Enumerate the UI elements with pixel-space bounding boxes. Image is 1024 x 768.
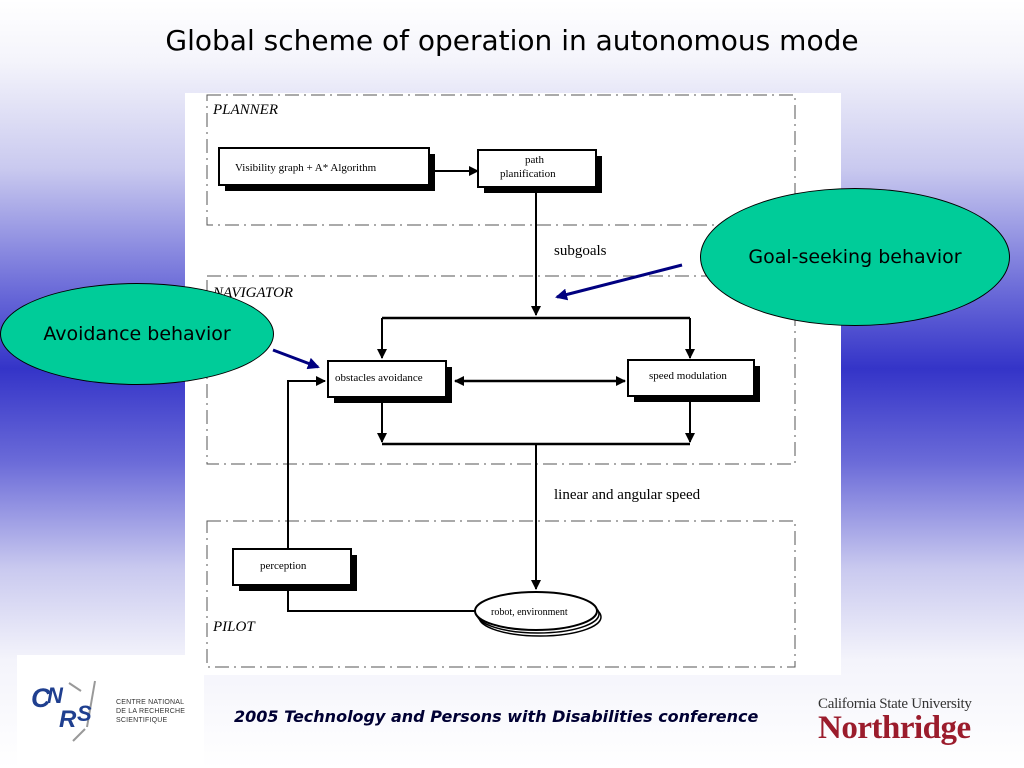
robot-environment-node: robot, environment	[474, 591, 602, 637]
goal-seeking-text: Goal-seeking behavior	[748, 246, 962, 268]
avoidance-callout: Avoidance behavior	[0, 283, 274, 385]
visibility-graph-label: Visibility graph + A* Algorithm	[235, 162, 377, 174]
obstacles-avoidance-node: obstacles avoidance	[327, 360, 452, 403]
linear-angular-label: linear and angular speed	[554, 487, 701, 503]
cnrs-line-2: DE LA RECHERCHE	[116, 708, 186, 715]
csun-logo-bottom: Northridge	[818, 710, 971, 746]
path-planification-node: path planification	[477, 149, 602, 193]
conference-footer: 2005 Technology and Persons with Disabil…	[234, 707, 759, 726]
csun-logo-top: California State University	[818, 696, 972, 712]
perception-label: perception	[260, 560, 307, 572]
cnrs-line-3: SCIENTIFIQUE	[116, 717, 168, 724]
goal-seeking-callout: Goal-seeking behavior	[700, 188, 1010, 326]
cnrs-name: CENTRE NATIONAL DE LA RECHERCHE SCIENTIF…	[116, 698, 185, 725]
speed-modulation-label: speed modulation	[649, 370, 727, 382]
planner-frame	[206, 94, 796, 226]
obstacles-avoidance-label: obstacles avoidance	[335, 372, 423, 384]
svg-text:C: C	[31, 683, 51, 713]
pilot-label: PILOT	[212, 619, 256, 635]
avoidance-text: Avoidance behavior	[43, 323, 231, 345]
robot-environment-label: robot, environment	[491, 607, 568, 618]
csun-logo: California State University Northridge	[818, 696, 978, 752]
block-diagram: PLANNER NAVIGATOR PILOT Visibility graph…	[206, 94, 796, 668]
planner-label: PLANNER	[212, 102, 278, 118]
speed-modulation-node: speed modulation	[627, 359, 760, 402]
feedback-perception-to-obstacles	[287, 376, 326, 549]
diagram-panel: PLANNER NAVIGATOR PILOT Visibility graph…	[185, 93, 841, 675]
svg-text:R: R	[59, 706, 77, 733]
visibility-graph-node: Visibility graph + A* Algorithm	[218, 147, 435, 191]
cnrs-mark-icon: C N R S	[31, 680, 96, 742]
subgoals-label: subgoals	[554, 243, 607, 259]
svg-text:N: N	[47, 683, 64, 708]
cnrs-logo: C N R S CENTRE NATIONAL DE LA RECHERCHE …	[17, 655, 204, 768]
path-label-line1: path	[525, 154, 544, 166]
feedback-robot-to-perception	[287, 585, 475, 612]
path-label-line2: planification	[500, 168, 556, 180]
slide-title: Global scheme of operation in autonomous…	[165, 24, 859, 57]
pilot-frame	[206, 520, 796, 668]
perception-node: perception	[232, 548, 357, 591]
cnrs-line-1: CENTRE NATIONAL	[116, 699, 185, 706]
